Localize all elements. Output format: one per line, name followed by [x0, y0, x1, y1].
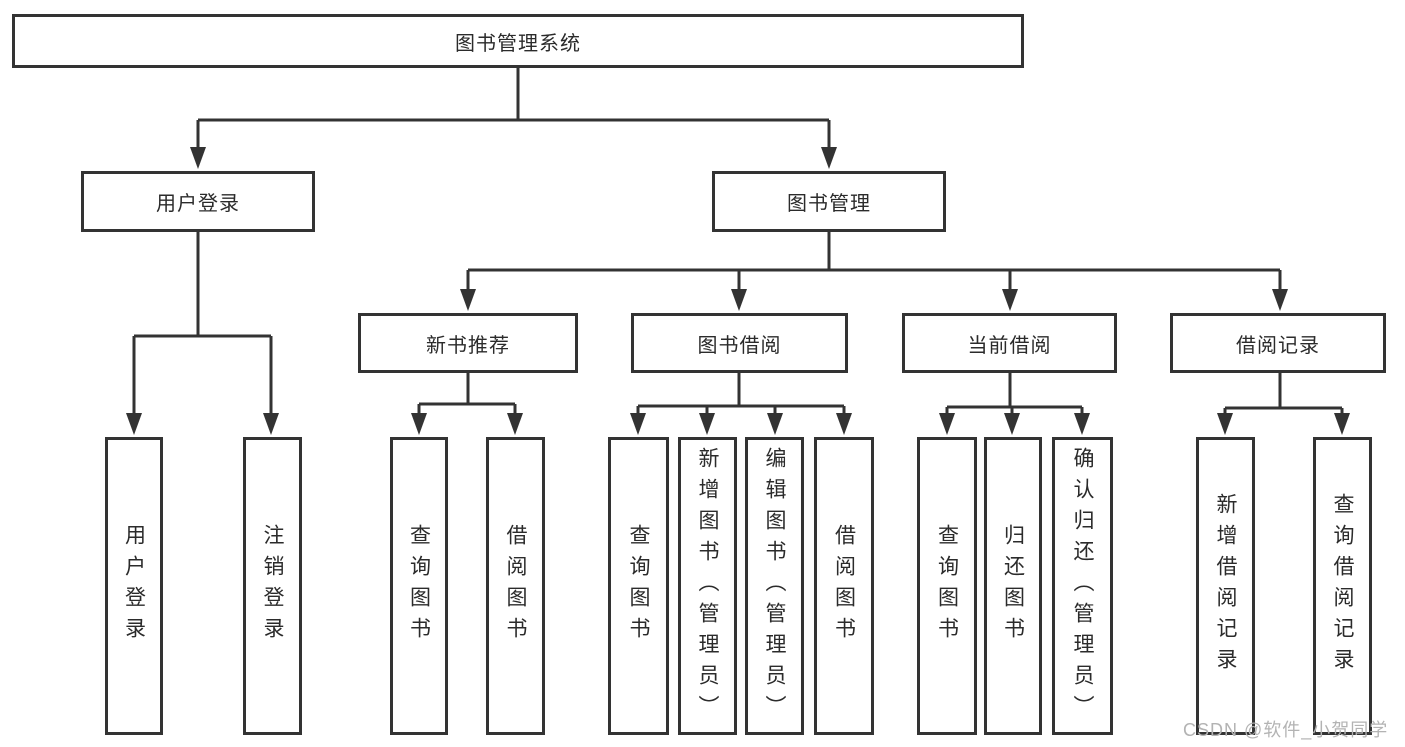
leaf-cb-query-books-label: 查询图书: [935, 524, 959, 648]
leaf-bb-edit-books-admin-label: 编辑图书（管理员）: [763, 446, 786, 726]
leaf-br-add-record: 新增借阅记录: [1196, 437, 1255, 735]
leaf-bb-query-books: 查询图书: [608, 437, 669, 735]
leaf-cb-return-books: 归还图书: [984, 437, 1042, 735]
csdn-watermark: CSDN @软件_小贺同学: [1183, 720, 1389, 740]
node-book-borrow-label: 图书借阅: [697, 334, 782, 357]
node-book-management: 图书管理: [712, 171, 946, 232]
leaf-cb-return-books-label: 归还图书: [1001, 524, 1025, 648]
leaf-br-add-record-label: 新增借阅记录: [1214, 493, 1237, 679]
node-new-book-recommend-label: 新书推荐: [426, 334, 510, 357]
leaf-bb-add-books-admin-label: 新增图书（管理员）: [696, 446, 719, 726]
leaf-cb-query-books: 查询图书: [917, 437, 977, 735]
node-borrow-records: 借阅记录: [1170, 313, 1386, 373]
leaf-bb-query-books-label: 查询图书: [627, 524, 650, 648]
node-user-login-label: 用户登录: [156, 193, 240, 215]
leaf-nb-borrow-books-label: 借阅图书: [504, 524, 527, 648]
leaf-nb-borrow-books: 借阅图书: [486, 437, 545, 735]
leaf-nb-query-books-label: 查询图书: [407, 524, 431, 648]
leaf-user-login-label: 用户登录: [122, 524, 146, 648]
leaf-nb-query-books: 查询图书: [390, 437, 448, 735]
leaf-logout-label: 注销登录: [261, 524, 284, 648]
node-new-book-recommend: 新书推荐: [358, 313, 578, 373]
node-user-login: 用户登录: [81, 171, 315, 232]
node-book-management-label: 图书管理: [787, 193, 871, 215]
node-current-borrow-label: 当前借阅: [967, 334, 1052, 357]
leaf-logout: 注销登录: [243, 437, 302, 735]
leaf-bb-edit-books-admin: 编辑图书（管理员）: [745, 437, 804, 735]
leaf-br-query-record: 查询借阅记录: [1313, 437, 1372, 735]
leaf-bb-borrow-books: 借阅图书: [814, 437, 874, 735]
leaf-br-query-record-label: 查询借阅记录: [1331, 493, 1354, 679]
node-book-borrow: 图书借阅: [631, 313, 848, 373]
leaf-bb-borrow-books-label: 借阅图书: [832, 524, 856, 648]
node-current-borrow: 当前借阅: [902, 313, 1117, 373]
leaf-cb-confirm-return-admin-label: 确认归还（管理员）: [1071, 446, 1094, 726]
leaf-cb-confirm-return-admin: 确认归还（管理员）: [1052, 437, 1113, 735]
node-root: 图书管理系统: [12, 14, 1024, 68]
node-borrow-records-label: 借阅记录: [1236, 334, 1320, 357]
leaf-bb-add-books-admin: 新增图书（管理员）: [678, 437, 737, 735]
leaf-user-login: 用户登录: [105, 437, 163, 735]
node-root-label: 图书管理系统: [455, 32, 581, 55]
